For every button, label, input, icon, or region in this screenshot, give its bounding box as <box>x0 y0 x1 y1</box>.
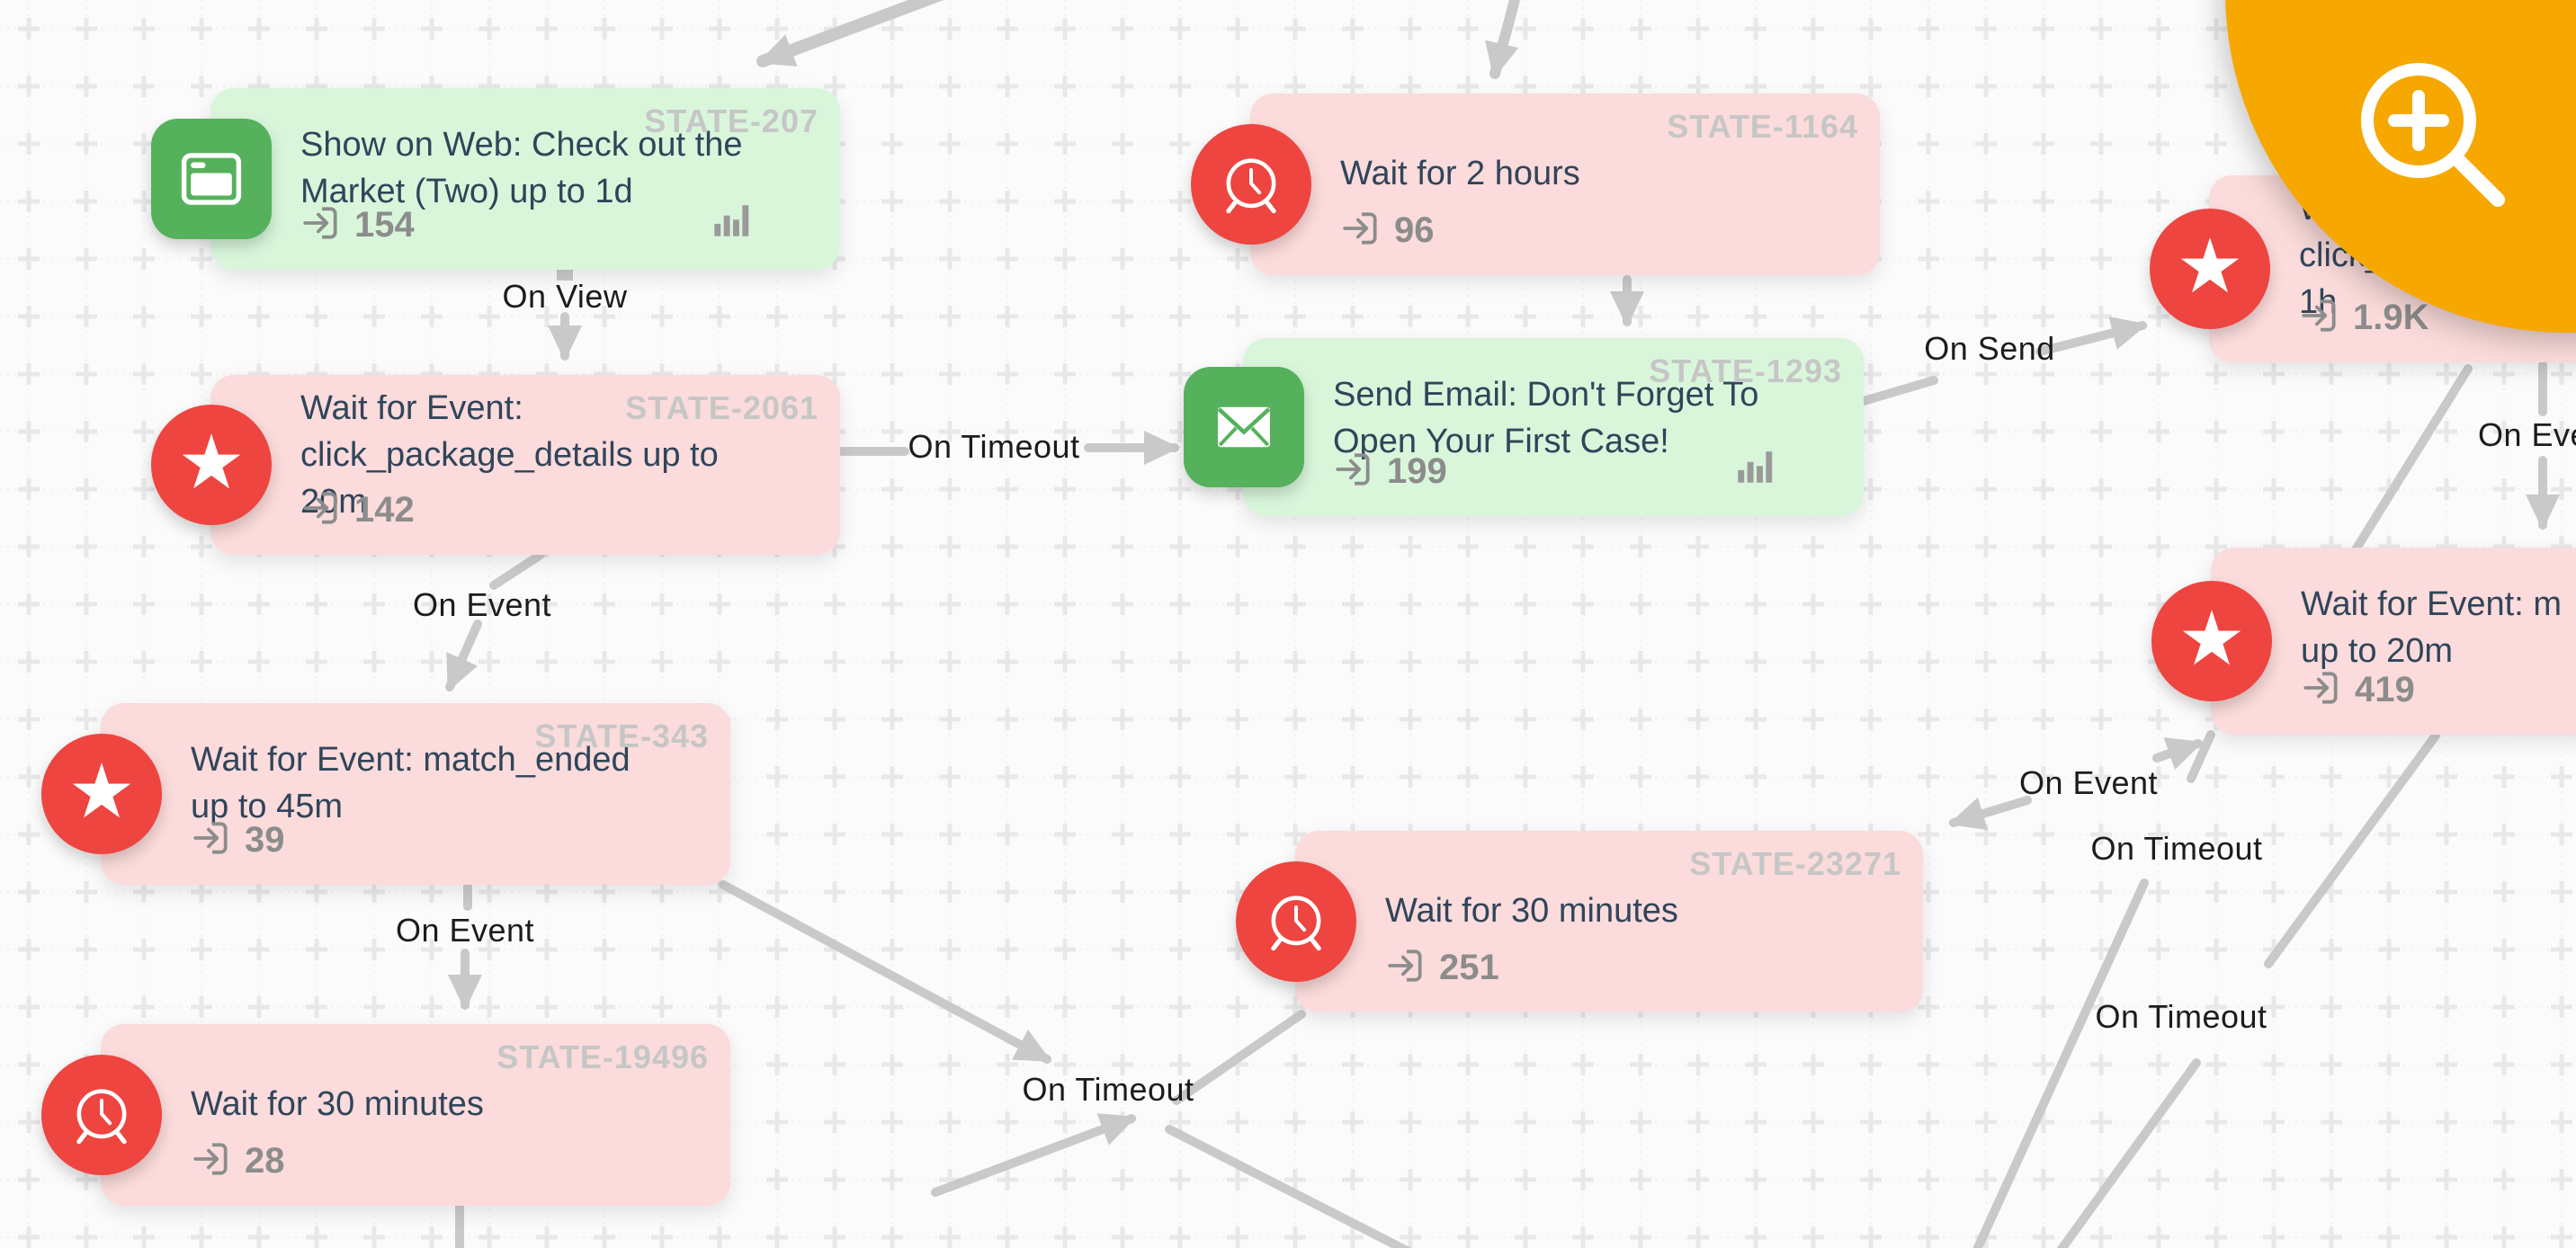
sign-in-icon <box>2301 667 2342 713</box>
node-title: Show on Web: Check out the Market (Two) … <box>300 126 743 210</box>
flow-node[interactable]: ★ STATE-343 Wait for Event: match_ended … <box>41 703 730 885</box>
entry-count: 28 <box>191 1138 285 1184</box>
star-icon: ★ <box>2151 581 2272 701</box>
node-title: Wait for Event: match_ended up to 45m <box>191 741 631 825</box>
alarm-clock-icon <box>1191 124 1311 245</box>
state-id-label: STATE-207 <box>644 103 818 139</box>
flow-node[interactable]: STATE-207 Show on Web: Check out the Mar… <box>151 88 840 270</box>
bar-chart-icon[interactable] <box>712 197 754 243</box>
sign-in-icon <box>300 202 342 248</box>
sign-in-icon <box>300 487 342 533</box>
edge-line <box>1165 1125 1411 1248</box>
entry-count-value: 96 <box>1394 210 1435 250</box>
entry-count: 96 <box>1340 208 1435 254</box>
sign-in-icon <box>1385 945 1427 991</box>
entry-count: 142 <box>300 487 415 533</box>
flow-node[interactable]: ★ STATE-2061 Wait for Event: click_packa… <box>151 375 840 555</box>
bar-chart-icon[interactable] <box>1736 443 1777 489</box>
entry-count: 199 <box>1333 449 1447 495</box>
entry-count-value: 142 <box>354 490 415 530</box>
node-title: Wait for Event: m up to 20m <box>2301 585 2562 670</box>
envelope-icon <box>1184 367 1304 487</box>
browser-window-icon <box>151 119 272 239</box>
sign-in-icon <box>1333 449 1374 495</box>
edge-label[interactable]: On Timeout <box>2090 830 2263 867</box>
flow-node[interactable]: STATE-23271 Wait for 30 minutes 251 <box>1236 831 1923 1012</box>
edge-label[interactable]: On View <box>502 278 628 315</box>
entry-count-value: 419 <box>2355 670 2415 709</box>
edge-label[interactable]: On Timeout <box>2095 998 2267 1035</box>
state-id-label: STATE-2061 <box>625 389 818 426</box>
edge-line <box>1972 878 2149 1248</box>
node-title: Wait for 30 minutes <box>191 1085 484 1123</box>
entry-count: 251 <box>1385 945 1499 991</box>
edge-line <box>931 1113 1137 1197</box>
edge-line <box>756 0 944 67</box>
edge-line <box>719 880 1052 1064</box>
flow-node[interactable]: STATE-19496 Wait for 30 minutes 28 <box>41 1024 730 1206</box>
star-icon: ★ <box>151 405 272 525</box>
edge-label[interactable]: On Send <box>1924 330 2055 367</box>
sign-in-icon <box>1340 208 1382 254</box>
edge-line <box>2334 364 2473 582</box>
entry-count-value: 154 <box>354 205 415 245</box>
edge-label[interactable]: On Timeout <box>908 428 1080 465</box>
star-icon: ★ <box>2150 209 2270 329</box>
node-title: Wait for 30 minutes <box>1385 892 1678 930</box>
node-title: Wait for 2 hours <box>1340 155 1580 192</box>
entry-count: 154 <box>300 202 415 248</box>
edge-label[interactable]: On Event <box>2018 764 2159 801</box>
edge-label[interactable]: On Event <box>412 586 552 623</box>
state-id-label: STATE-1164 <box>1667 108 1858 145</box>
star-icon: ★ <box>41 734 162 854</box>
edge-line <box>489 550 545 590</box>
edge-line <box>2187 730 2215 783</box>
node-title: Send Email: Don't Forget To Open Your Fi… <box>1333 376 1759 460</box>
edge-line <box>445 620 482 692</box>
sign-in-icon <box>191 817 232 863</box>
alarm-clock-icon <box>1236 861 1356 982</box>
entry-count-value: 251 <box>1439 948 1499 987</box>
entry-count: 419 <box>2301 667 2415 713</box>
edge-label[interactable]: On Event <box>2477 416 2576 453</box>
entry-count-value: 28 <box>245 1141 285 1181</box>
edge-line <box>1485 0 1520 79</box>
flow-node[interactable]: STATE-1293 Send Email: Don't Forget To O… <box>1184 338 1864 516</box>
edge-line <box>2152 737 2204 771</box>
node-title: Wait for Event: click_package_details up… <box>300 395 719 515</box>
state-id-label: STATE-343 <box>534 718 709 754</box>
flow-node[interactable]: STATE-1164 Wait for 2 hours 96 <box>1191 94 1880 275</box>
state-id-label: STATE-1293 <box>1649 352 1842 389</box>
entry-count: 1.9K <box>2299 295 2429 341</box>
edge-line <box>1948 796 2032 831</box>
edge-line <box>2035 316 2148 356</box>
edge-line <box>1172 1010 1306 1105</box>
flow-node[interactable]: ★ Wait for Event: m up to 20m 419 <box>2151 548 2576 735</box>
edge-line <box>1859 376 1938 406</box>
edge-line <box>2264 731 2440 968</box>
entry-count-value: 1.9K <box>2353 298 2429 337</box>
entry-count-value: 199 <box>1387 451 1447 491</box>
edge-label[interactable]: On Event <box>395 912 535 949</box>
edge-label[interactable]: On Timeout <box>1022 1071 1194 1108</box>
state-id-label: STATE-19496 <box>496 1039 709 1075</box>
entry-count: 39 <box>191 817 285 863</box>
entry-count-value: 39 <box>245 820 285 860</box>
sign-in-icon <box>191 1138 232 1184</box>
sign-in-icon <box>2299 295 2340 341</box>
alarm-clock-icon <box>41 1055 162 1175</box>
edge-line <box>2056 1058 2201 1248</box>
zoom-in-icon <box>2361 63 2505 207</box>
state-id-label: STATE-23271 <box>1689 845 1901 882</box>
